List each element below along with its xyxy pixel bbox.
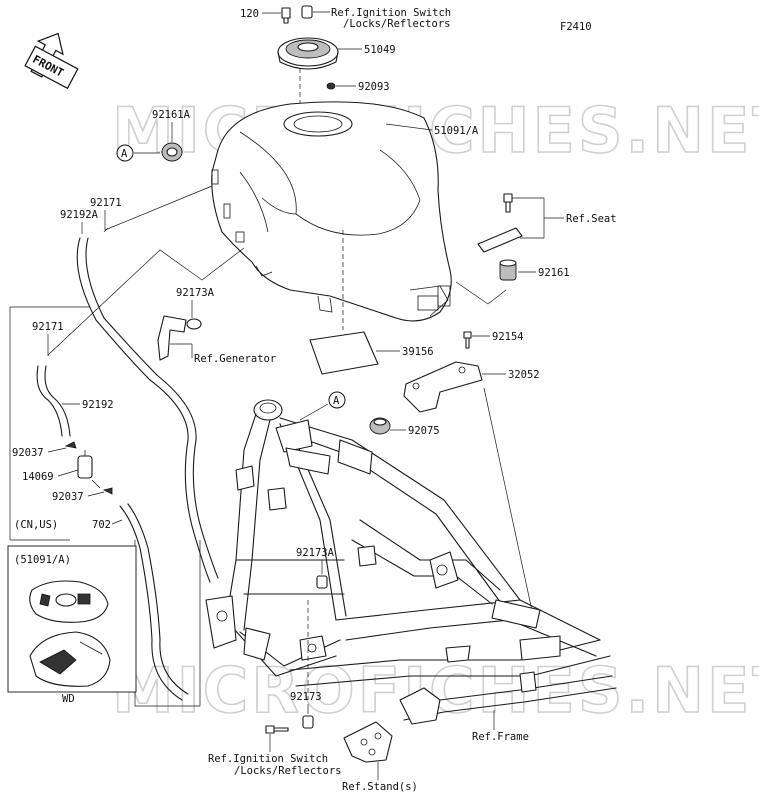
part-92161-damper bbox=[499, 259, 517, 281]
part-39156: 39156 bbox=[402, 346, 434, 358]
ignition-switch-key-cylinder bbox=[301, 5, 313, 19]
part-92173: 92173 bbox=[290, 691, 322, 703]
ref-ignition-top-2: /Locks/Reflectors bbox=[343, 18, 450, 30]
part-14069: 14069 bbox=[22, 471, 54, 483]
part-92173a-mid: 92173A bbox=[296, 547, 335, 559]
fuel-tank-51091a bbox=[211, 101, 452, 322]
part-92173a-mid-collar bbox=[316, 575, 328, 589]
part-92192: 92192 bbox=[82, 399, 114, 411]
part-92192a: 92192A bbox=[60, 209, 99, 221]
part-92192a-hose bbox=[76, 237, 219, 583]
seat-bolt bbox=[503, 193, 513, 213]
motorcycle-frame bbox=[205, 399, 617, 725]
seat-bracket bbox=[477, 227, 523, 253]
part-32052: 32052 bbox=[508, 369, 540, 381]
ref-ignition-bottom-1: Ref.Ignition Switch bbox=[208, 753, 328, 765]
ref-generator: Ref.Generator bbox=[194, 353, 276, 365]
part-51091a: 51091/A bbox=[434, 125, 479, 137]
part-702: 702 bbox=[92, 519, 111, 531]
part-92075: 92075 bbox=[408, 425, 440, 437]
part-51049: 51049 bbox=[364, 44, 396, 56]
inset-caption: WD bbox=[62, 693, 75, 705]
ignition-bottom-bolt bbox=[265, 725, 289, 734]
fuel-cap-assembly bbox=[277, 37, 339, 70]
part-92037-top: 92037 bbox=[12, 447, 44, 459]
fuel-cap-bolt bbox=[281, 7, 291, 24]
ref-ignition-top-1: Ref.Ignition Switch bbox=[331, 7, 451, 19]
part-92093: 92093 bbox=[358, 81, 390, 93]
ref-ignition-bottom-2: /Locks/Reflectors bbox=[234, 765, 341, 777]
part-92161a: 92161A bbox=[152, 109, 191, 121]
part-92037-top-clamp bbox=[64, 441, 77, 449]
ref-frame: Ref.Frame bbox=[472, 731, 529, 743]
front-arrow-icon: FRONT bbox=[24, 32, 79, 90]
inset-title: (51091/A) bbox=[14, 554, 71, 566]
part-92161: 92161 bbox=[538, 267, 570, 279]
part-702-hose bbox=[119, 503, 189, 701]
part-92075-grommet bbox=[369, 417, 391, 435]
ref-seat: Ref.Seat bbox=[566, 213, 617, 225]
figure-code: F2410 bbox=[560, 21, 592, 33]
part-92037-bottom: 92037 bbox=[52, 491, 84, 503]
callout-a-frame bbox=[328, 391, 346, 409]
inset-tank-side-view bbox=[29, 631, 111, 687]
part-92173-collar bbox=[302, 715, 314, 729]
region-cn-us: (CN,US) bbox=[14, 519, 58, 531]
part-92171-top: 92171 bbox=[90, 197, 122, 209]
generator-bracket bbox=[157, 315, 187, 361]
part-92037-bottom-clamp bbox=[102, 487, 113, 495]
callout-a-frame-text: A bbox=[333, 395, 340, 407]
part-92171-left: 92171 bbox=[32, 321, 64, 333]
part-120: 120 bbox=[240, 8, 259, 20]
inset-tank-top-view bbox=[29, 580, 109, 623]
part-14069-filter bbox=[77, 450, 101, 489]
ref-stand: Ref.Stand(s) bbox=[342, 781, 418, 793]
part-92173a-top: 92173A bbox=[176, 287, 215, 299]
part-92173a-top-damper bbox=[186, 318, 202, 330]
callout-a-left-text: A bbox=[121, 148, 128, 160]
callout-a-left bbox=[116, 144, 134, 162]
part-92192-hose bbox=[36, 365, 71, 437]
part-92161a-damper bbox=[161, 142, 183, 162]
stand-bracket bbox=[343, 721, 393, 763]
part-92154: 92154 bbox=[492, 331, 524, 343]
part-92154-bolt bbox=[463, 331, 472, 349]
part-39156-pad bbox=[309, 331, 379, 375]
part-32052-bracket bbox=[403, 361, 483, 413]
part-92093-washer bbox=[326, 82, 336, 90]
